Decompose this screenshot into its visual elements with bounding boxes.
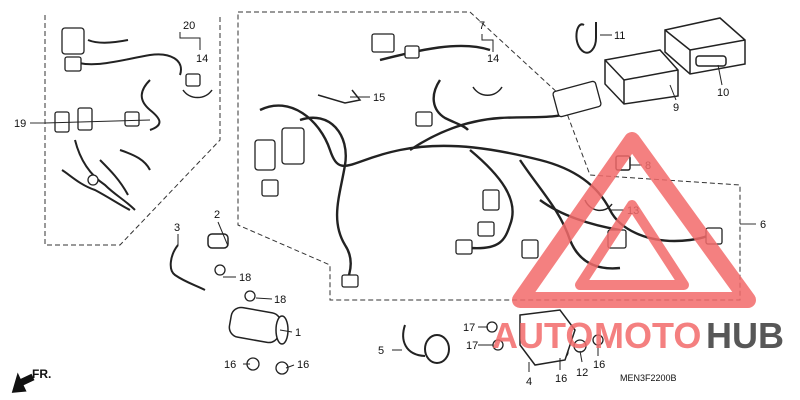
front-label: FR. (32, 367, 51, 381)
callout-5: 5 (378, 345, 384, 357)
part-9 (604, 49, 679, 105)
callout-1: 1 (295, 327, 301, 339)
part-11 (575, 22, 597, 54)
callout-16d: 16 (593, 359, 605, 371)
callout-20: 20 (183, 20, 195, 32)
callout-18a: 18 (239, 272, 251, 284)
callout-9: 9 (673, 102, 679, 114)
harness-main (259, 44, 717, 286)
harness-main-connectors (254, 33, 723, 288)
fasteners (214, 264, 604, 375)
group-box-19 (44, 15, 221, 246)
part-5 (402, 324, 450, 364)
part-4 (519, 309, 576, 366)
harness-20-connectors (61, 27, 201, 127)
watermark-word-hub: HUB (706, 315, 784, 356)
callout-11: 11 (614, 30, 625, 42)
callout-17b: 17 (466, 340, 478, 352)
watermark: AUTO MOTO HUB (492, 132, 784, 356)
leader-lines (44, 32, 723, 372)
callout-16a: 16 (224, 359, 236, 371)
watermark-word-auto: AUTO (492, 315, 593, 356)
callout-16c: 16 (555, 373, 567, 385)
callout-6: 6 (760, 219, 766, 231)
watermark-word-moto: MOTO (594, 315, 701, 356)
callout-19: 19 (14, 118, 26, 130)
clip-parts (182, 86, 631, 212)
callout-14b: 14 (487, 53, 499, 65)
callout-10: 10 (717, 87, 729, 99)
part-10 (664, 17, 746, 75)
harness-20 (69, 39, 182, 131)
harness-19 (61, 139, 151, 211)
callout-16b: 16 (297, 359, 309, 371)
front-arrow-icon: FR. (11, 367, 51, 393)
watermark-triangle-icon (512, 132, 756, 308)
part-1 (228, 306, 289, 345)
part-2 (207, 233, 229, 249)
callout-2: 2 (214, 209, 220, 221)
callout-12: 12 (576, 367, 588, 379)
callout-4: 4 (526, 376, 532, 388)
callout-14a: 14 (196, 53, 208, 65)
group-box-6 (237, 11, 741, 301)
callout-7: 7 (479, 20, 485, 32)
callout-18b: 18 (274, 294, 286, 306)
diagram-code: MEN3F2200B (620, 373, 677, 383)
part-3 (169, 244, 206, 291)
callout-15: 15 (373, 92, 385, 104)
callout-17a: 17 (463, 322, 475, 334)
callout-3: 3 (174, 222, 180, 234)
